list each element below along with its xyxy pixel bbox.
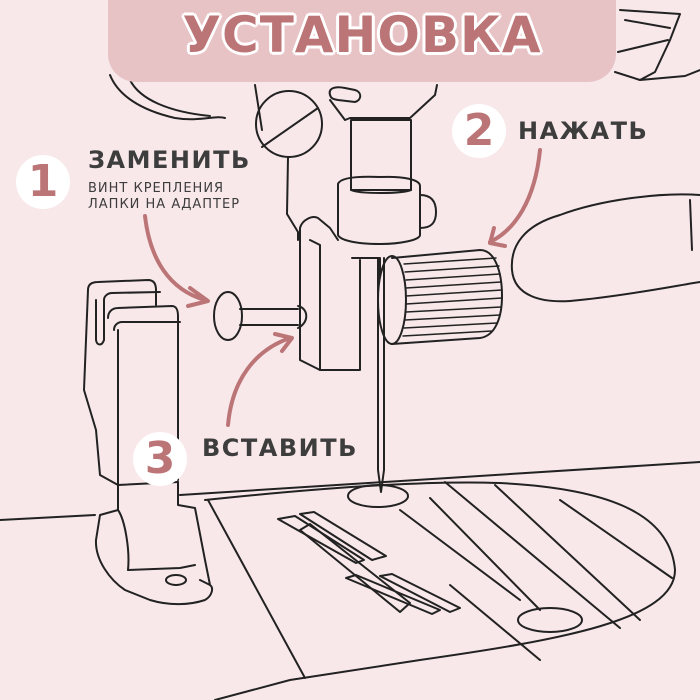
step-1-number-badge: 1 — [16, 155, 70, 209]
arrow-step2 — [488, 148, 542, 244]
presser-foot — [87, 279, 157, 306]
step-1-title: ЗАМЕНИТЬ — [88, 146, 251, 174]
arrow-step1 — [143, 214, 207, 302]
needle-bar — [350, 119, 412, 191]
step-1-subtitle-line2: ЛАПКИ НА АДАПТЕР — [88, 197, 241, 212]
finger-outline — [510, 193, 700, 303]
page-title: УСТАНОВКА — [182, 6, 542, 64]
thumb-screw-head — [213, 291, 243, 341]
step-3-number-badge: 3 — [133, 432, 187, 486]
needle — [377, 257, 385, 493]
screw-head — [255, 90, 323, 158]
step-1-subtitle-line1: ВИНТ КРЕПЛЕНИЯ — [88, 181, 225, 196]
hand-outline-left — [109, 74, 226, 121]
header-banner — [108, 0, 616, 82]
knurled-knob — [391, 249, 503, 345]
step-3-title: ВСТАВИТЬ — [202, 434, 358, 462]
step-2-number-badge: 2 — [452, 104, 506, 158]
step-2-title: НАЖАТЬ — [518, 117, 649, 145]
needle-plate — [204, 481, 676, 700]
arrow-step3 — [226, 336, 292, 427]
